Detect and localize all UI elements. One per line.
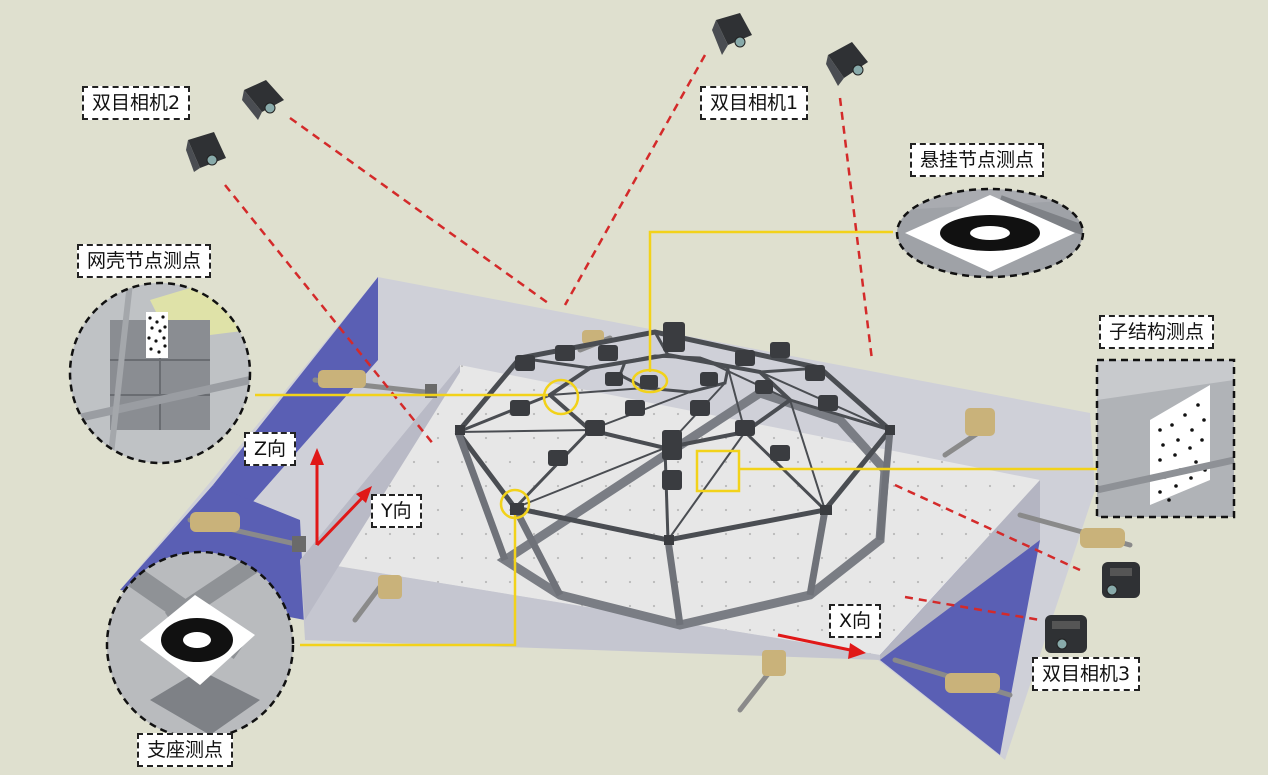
shell-node-point-label: 网壳节点测点 xyxy=(77,244,212,278)
camera-2b xyxy=(186,132,226,172)
x-axis-arrow xyxy=(777,633,856,653)
camera3-label: 双目相机3 xyxy=(1032,657,1141,691)
camera1-label: 双目相机1 xyxy=(700,86,809,120)
y-axis-label: Y向 xyxy=(371,494,422,528)
substructure-marker xyxy=(695,449,741,493)
substructure-point-label: 子结构测点 xyxy=(1099,315,1215,349)
y-axis-arrow xyxy=(315,495,365,547)
slab-top-dots xyxy=(300,365,1040,655)
actuator xyxy=(737,650,786,713)
camera-1a xyxy=(712,13,752,55)
guide-lines xyxy=(255,230,1097,647)
shell-node-inset xyxy=(68,281,252,465)
support-marker xyxy=(499,488,531,520)
x-axis-label: X向 xyxy=(829,604,882,638)
actuator xyxy=(942,408,995,458)
camera-3a xyxy=(1102,562,1140,598)
camera-3b xyxy=(1045,615,1087,653)
support-point-label: 支座测点 xyxy=(137,733,234,767)
camera2-label: 双目相机2 xyxy=(82,86,191,120)
camera-2a xyxy=(242,80,284,120)
substructure-inset xyxy=(1095,358,1236,519)
shell-node-marker xyxy=(542,378,580,416)
camera-1b xyxy=(826,42,868,86)
z-axis-label: Z向 xyxy=(244,432,297,466)
actuator xyxy=(187,512,306,552)
support-inset xyxy=(105,550,295,740)
actuator xyxy=(352,575,402,623)
actuators xyxy=(187,330,1133,713)
suspension-point-label: 悬挂节点测点 xyxy=(910,143,1045,177)
slab-right-side xyxy=(880,480,1040,660)
sight-lines xyxy=(224,54,1081,622)
node-targets xyxy=(455,322,895,545)
front-right-wall xyxy=(880,530,1040,755)
axes xyxy=(310,448,866,659)
actuator xyxy=(1017,512,1133,548)
actuator xyxy=(312,370,437,398)
suspension-inset xyxy=(895,187,1085,279)
suspension-marker xyxy=(631,368,669,394)
actuator xyxy=(892,657,1013,698)
slab-front xyxy=(300,560,880,660)
